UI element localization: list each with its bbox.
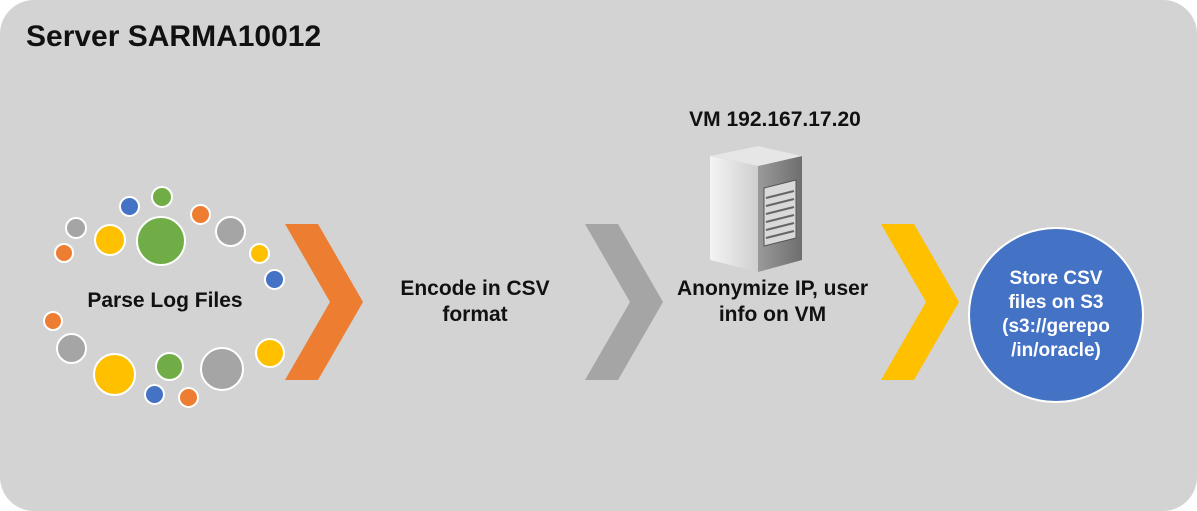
anonymize-line2: info on VM	[718, 303, 827, 326]
bubble-dot	[136, 216, 186, 266]
bubble-dot	[43, 311, 63, 331]
bubble-dot	[155, 352, 184, 381]
chevron-right-icon	[285, 224, 363, 380]
chevron-right-icon	[881, 224, 959, 380]
store-s3-label: Store CSV files on S3 (s3://gerepo /in/o…	[1002, 268, 1110, 361]
bubble-dot	[93, 353, 136, 396]
vm-title: VM 192.167.17.20	[689, 108, 861, 131]
bubble-dot	[144, 384, 165, 405]
anonymize-label: Anonymize IP, user info on VM	[655, 276, 890, 328]
bubble-dot	[255, 338, 285, 368]
bubble-dot	[215, 216, 246, 247]
encode-csv-line2: format	[442, 303, 508, 326]
server-tower-icon	[710, 146, 802, 272]
bubble-dot	[119, 196, 140, 217]
bubble-dot	[94, 224, 126, 256]
server-title: Server SARMA10012	[26, 20, 322, 53]
bubble-dot	[54, 243, 74, 263]
bubble-dot	[264, 269, 285, 290]
bubble-dot	[151, 186, 173, 208]
encode-csv-label: Encode in CSV format	[380, 276, 570, 328]
bubble-dot	[178, 387, 199, 408]
bubble-dot	[249, 243, 270, 264]
bubble-dot	[200, 347, 244, 391]
bubble-dot	[65, 217, 87, 239]
store-s3-circle: Store CSV files on S3 (s3://gerepo /in/o…	[968, 227, 1144, 403]
bubble-dot	[190, 204, 211, 225]
chevron-right-icon	[585, 224, 663, 380]
anonymize-line1: Anonymize IP, user	[676, 277, 868, 300]
parse-log-files-label: Parse Log Files	[87, 289, 243, 312]
encode-csv-line1: Encode in CSV	[400, 277, 550, 300]
bubble-dot	[56, 333, 87, 364]
